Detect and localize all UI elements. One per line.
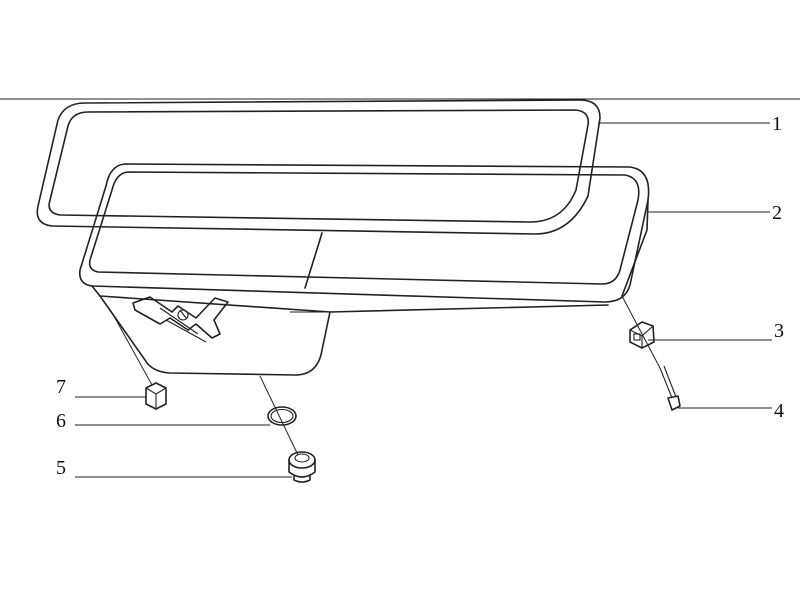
callout-4: 4 <box>774 400 784 422</box>
callout-6: 6 <box>56 410 66 432</box>
drain-plug-part-5 <box>288 451 316 483</box>
callout-5: 5 <box>56 457 66 479</box>
callout-7: 7 <box>56 376 66 398</box>
callout-1: 1 <box>772 113 782 135</box>
gasket-part-1 <box>36 99 601 235</box>
leader-lines <box>75 122 772 478</box>
oil-pan-part-2 <box>78 163 650 376</box>
clamp-part-3 <box>629 321 655 349</box>
bolt-part-4 <box>659 365 681 411</box>
clip-part-7 <box>145 382 167 410</box>
callout-2: 2 <box>772 202 782 224</box>
callout-3: 3 <box>774 320 784 342</box>
